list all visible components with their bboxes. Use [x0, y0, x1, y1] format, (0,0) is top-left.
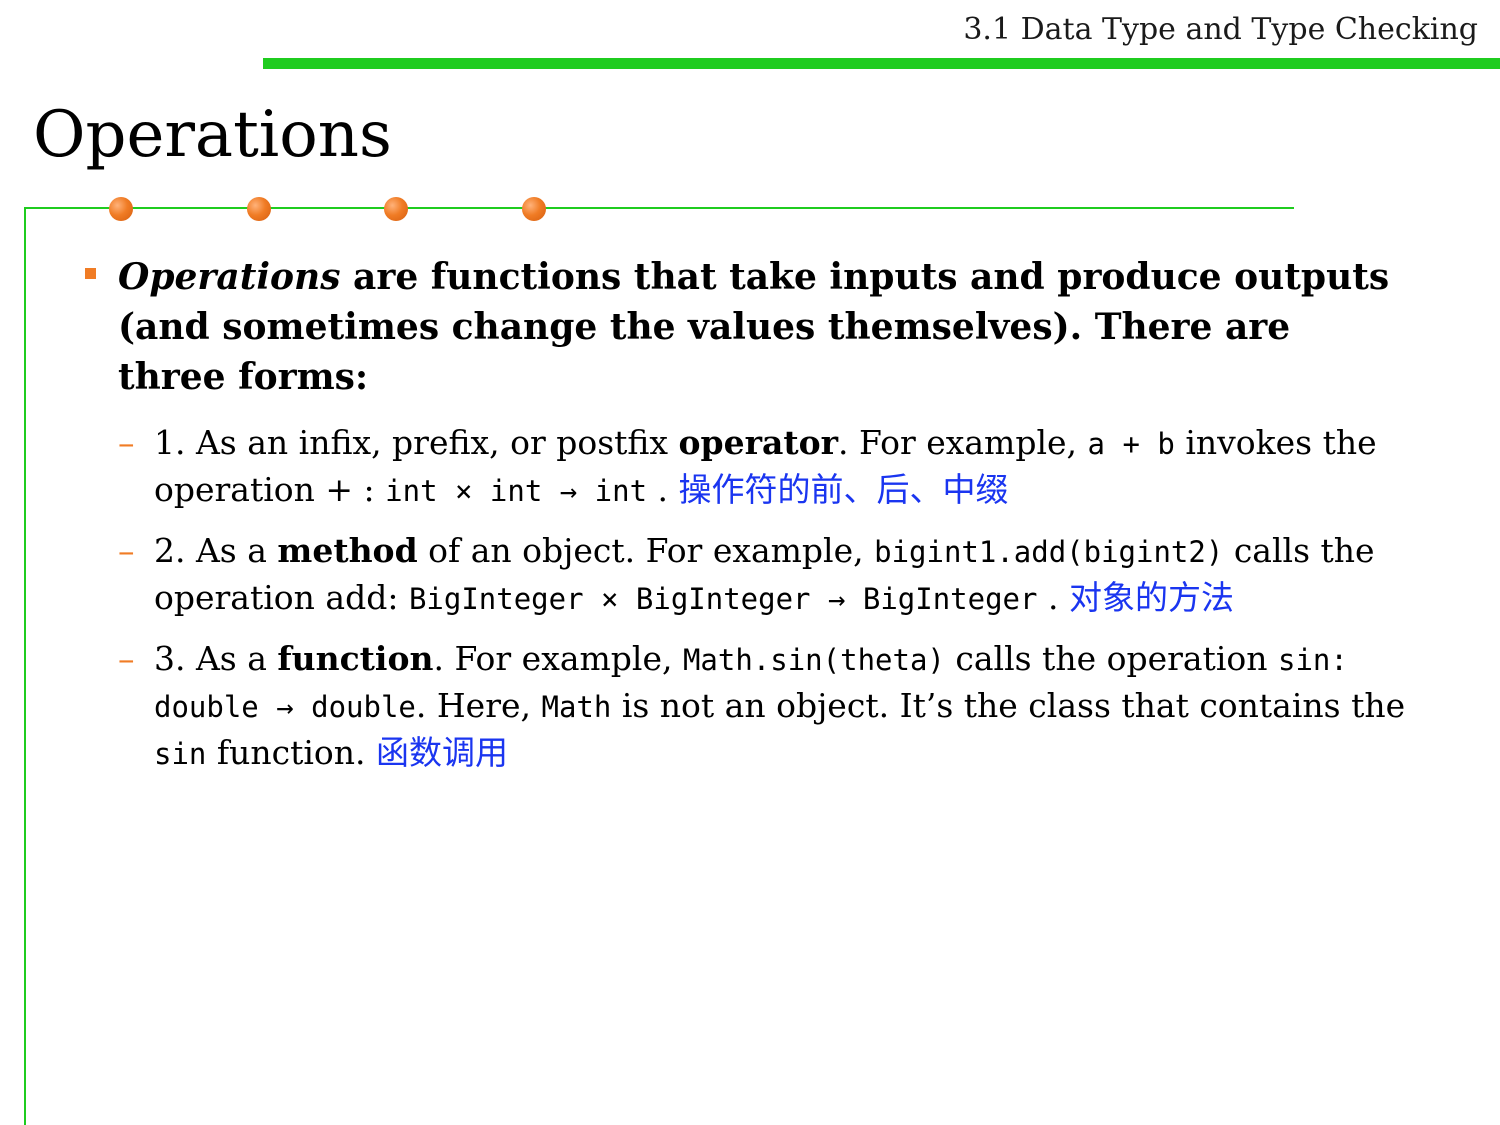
- chinese-annotation: 函数调用: [376, 733, 508, 772]
- code-snippet: sin: [154, 737, 207, 771]
- item-keyword: function: [277, 639, 434, 678]
- item-text: . For example,: [433, 639, 683, 678]
- chinese-annotation: 对象的方法: [1068, 578, 1234, 617]
- operations-term: Operations: [118, 256, 341, 298]
- dash-bullet-icon: –: [118, 423, 135, 462]
- list-item: – 2. As a method of an object. For examp…: [80, 528, 1410, 622]
- code-snippet: Math.sin(theta): [682, 643, 945, 677]
- item-keyword: operator: [678, 423, 839, 462]
- dash-bullet-icon: –: [118, 531, 135, 570]
- left-border: [24, 207, 26, 1125]
- list-item: – 3. As a function. For example, Math.si…: [80, 636, 1410, 777]
- item-text: invokes the operation + :: [154, 423, 1377, 509]
- code-snippet: BigInteger × BigInteger → BigInteger: [408, 582, 1038, 616]
- main-bullet-text: are functions that take inputs and produ…: [118, 256, 1390, 398]
- square-bullet-icon: [85, 268, 96, 279]
- code-snippet: Math: [541, 690, 612, 724]
- orange-dot-icon: [384, 197, 408, 221]
- dash-bullet-icon: –: [118, 639, 135, 678]
- item-text: . Here,: [415, 686, 542, 725]
- item-text: 3. As a: [154, 639, 278, 678]
- title-divider: [24, 207, 1294, 209]
- header-accent-bar: [263, 58, 1500, 69]
- item-text: . For example,: [838, 423, 1088, 462]
- slide-body: Operations are functions that take input…: [80, 252, 1410, 791]
- list-item: – 1. As an infix, prefix, or postfix ope…: [80, 420, 1410, 514]
- item-text: is not an object. It’s the class that co…: [611, 686, 1406, 725]
- item-text: of an object. For example,: [417, 531, 875, 570]
- item-text: calls the operation add:: [154, 531, 1375, 617]
- code-snippet: sin: double → double: [154, 643, 1348, 724]
- chinese-annotation: 操作符的前、后、中缀: [678, 470, 1009, 509]
- main-bullet: Operations are functions that take input…: [80, 252, 1410, 402]
- orange-dot-icon: [109, 197, 133, 221]
- code-snippet: int × int → int: [385, 474, 648, 508]
- item-text: .: [647, 470, 679, 509]
- code-snippet: a + b: [1087, 427, 1175, 461]
- item-text: calls the operation: [944, 639, 1278, 678]
- slide-title: Operations: [33, 98, 392, 172]
- section-label: 3.1 Data Type and Type Checking: [963, 12, 1478, 47]
- item-text: 1. As an infix, prefix, or postfix: [154, 423, 679, 462]
- item-keyword: method: [277, 531, 418, 570]
- item-text: function.: [206, 733, 376, 772]
- orange-dot-icon: [522, 197, 546, 221]
- item-text: 2. As a: [154, 531, 278, 570]
- orange-dot-icon: [247, 197, 271, 221]
- item-text: .: [1037, 578, 1069, 617]
- code-snippet: bigint1.add(bigint2): [874, 535, 1224, 569]
